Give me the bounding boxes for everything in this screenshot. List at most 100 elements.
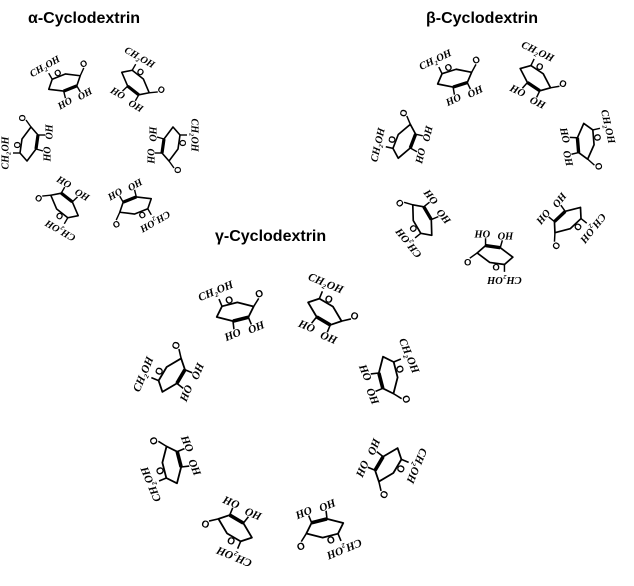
bridge-oxygen-label: O [254,288,266,301]
ho-label: HO [222,327,243,345]
bridge-oxygen-label: O [398,108,410,118]
oh-bond [571,151,579,155]
ch2oh-bond [592,127,601,131]
ch2oh-label: CH₂OH [0,135,11,169]
glycosidic-bond [168,160,175,169]
glycosidic-bond [178,348,182,359]
bridge-oxygen-label: O [156,84,167,96]
ring-oxygen-label: O [226,533,238,546]
ho-bond [156,136,165,140]
bridge-oxygen-label: O [111,218,122,230]
ring-oxygen-label: O [534,61,545,74]
oh-bond [307,515,313,524]
ho-label: HO [549,189,568,209]
oh-label: OH [560,150,574,169]
oh-bond [423,201,430,208]
glycosidic-bond [406,115,411,125]
ho-label: HO [414,147,429,166]
oh-label: OH [422,186,441,206]
ho-bond [569,136,578,139]
ch2oh-bond [530,58,535,66]
ring-oxygen-label: O [393,463,406,475]
ch2oh-label: CH₂OH [215,544,254,569]
ring-front-edge [452,80,468,89]
glycosidic-bond [252,297,260,307]
bridge-oxygen-label: O [471,54,482,67]
oh-bond [326,324,332,333]
oh-bond [548,216,555,223]
oh-label: OH [353,458,371,478]
ch2oh-bond [131,63,137,71]
ho-bond [452,86,456,95]
ho-bond [560,204,566,212]
ch2oh-bond [414,232,422,239]
ch2oh-bond [401,458,409,464]
bridge-oxygen-label: O [377,489,390,501]
ho-label: HO [126,175,145,193]
ring-oxygen-label: O [52,67,63,79]
oh-label: OH [44,123,55,139]
ch2oh-bond [158,477,167,482]
glycosidic-bond [42,194,51,197]
oh-bond [375,387,384,393]
glycosidic-bond [587,158,595,166]
ring-front-edge [408,133,418,149]
glycosidic-bond [149,91,158,94]
ho-bond [370,372,379,375]
glycosidic-bond [25,119,32,128]
beta-cyclodextrin-title: β-Cyclodextrin [426,10,539,27]
oh-label: OH [126,98,146,116]
ch2oh-bond [218,298,223,307]
ch2oh-label: CH₂OH [404,446,429,485]
bridge-oxygen-label: O [17,114,27,121]
bridge-oxygen-label: O [399,394,412,406]
glycosidic-bond [550,85,560,89]
ring-oxygen-label: O [154,366,167,378]
ho-label: HO [55,95,74,113]
bridge-oxygen-label: O [200,517,212,530]
ch2oh-bond [147,208,152,216]
ring-oxygen-label: O [443,62,454,75]
bridge-oxygen-label: O [557,78,568,91]
ring-front-edge [526,81,541,93]
oh-bond [228,507,234,516]
ho-bond [242,516,250,524]
glycosidic-bond [553,232,556,242]
ho-label: HO [317,496,338,514]
ho-bond [325,510,328,519]
ch2oh-label: CH₂OH [486,274,521,285]
ring-front-edge [553,210,567,223]
bridge-oxygen-label: O [148,435,161,447]
oh-label: OH [474,228,491,239]
ho-bond [121,85,129,92]
oh-label: OH [189,361,207,381]
bridge-oxygen-label: O [33,192,44,204]
ho-bond [499,240,504,248]
ring-front-edge [60,191,74,204]
oh-label: OH [318,329,338,347]
ho-bond [409,147,418,153]
ring-oxygen-label: O [325,532,337,545]
alpha-cyclodextrin-title: α-Cyclodextrin [28,10,141,27]
bridge-oxygen-label: O [464,256,471,267]
glycosidic-bond [208,518,219,522]
bridge-oxygen-label: O [170,340,183,352]
oh-label: OH [76,85,96,103]
bridge-oxygen-label: O [78,58,89,70]
bridge-oxygen-label: O [173,166,183,173]
ch2oh-bond [580,217,588,224]
